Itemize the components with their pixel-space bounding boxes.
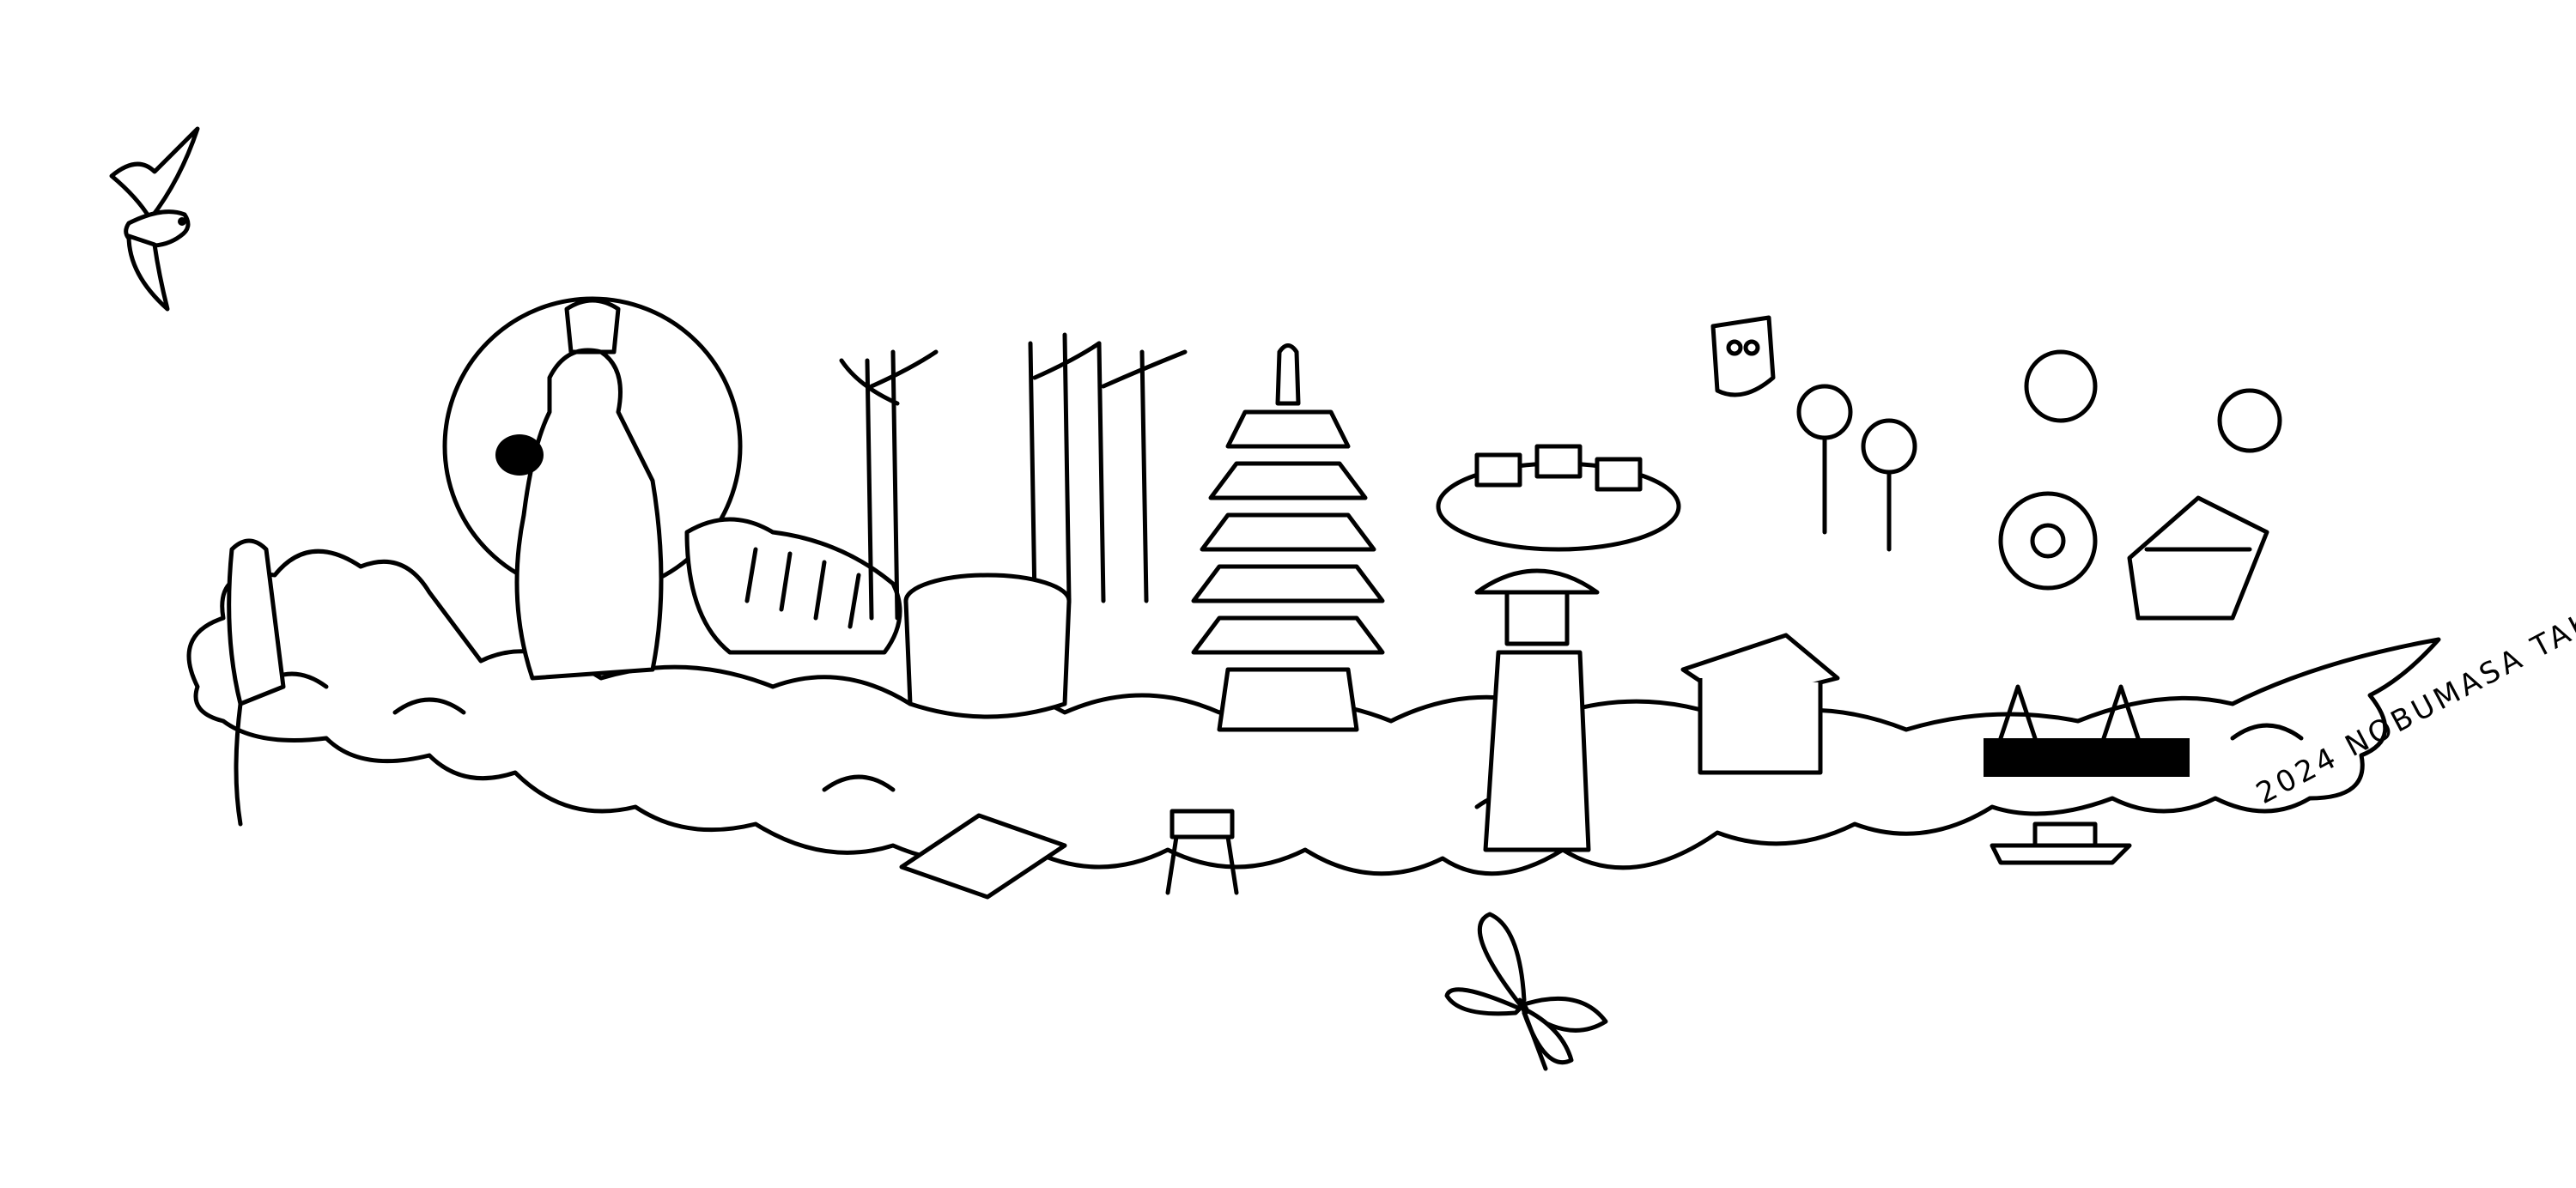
ghost-banner bbox=[1710, 315, 1776, 397]
small-stool bbox=[1165, 809, 1239, 895]
stone-lantern bbox=[1474, 568, 1600, 852]
bodhisattva-with-halo bbox=[442, 296, 743, 681]
monk-figure bbox=[227, 538, 286, 827]
butterfly-drawing bbox=[1444, 912, 1608, 1071]
shrine-box bbox=[1680, 633, 1840, 775]
open-book bbox=[899, 813, 1067, 900]
stone-pagoda bbox=[1191, 343, 1385, 732]
round-table bbox=[1436, 444, 1681, 552]
ferry-boat bbox=[1990, 821, 2132, 865]
house-drawing bbox=[2127, 495, 2269, 621]
bamboo-grove bbox=[839, 332, 1188, 621]
bridge-silhouette bbox=[1984, 684, 2190, 777]
tiger-drawing bbox=[684, 517, 902, 655]
bird-drawing bbox=[109, 126, 200, 312]
well-drawing bbox=[903, 573, 1072, 719]
round-lanterns bbox=[1796, 384, 1917, 552]
chrysanthemum-flowers bbox=[1998, 349, 2282, 591]
